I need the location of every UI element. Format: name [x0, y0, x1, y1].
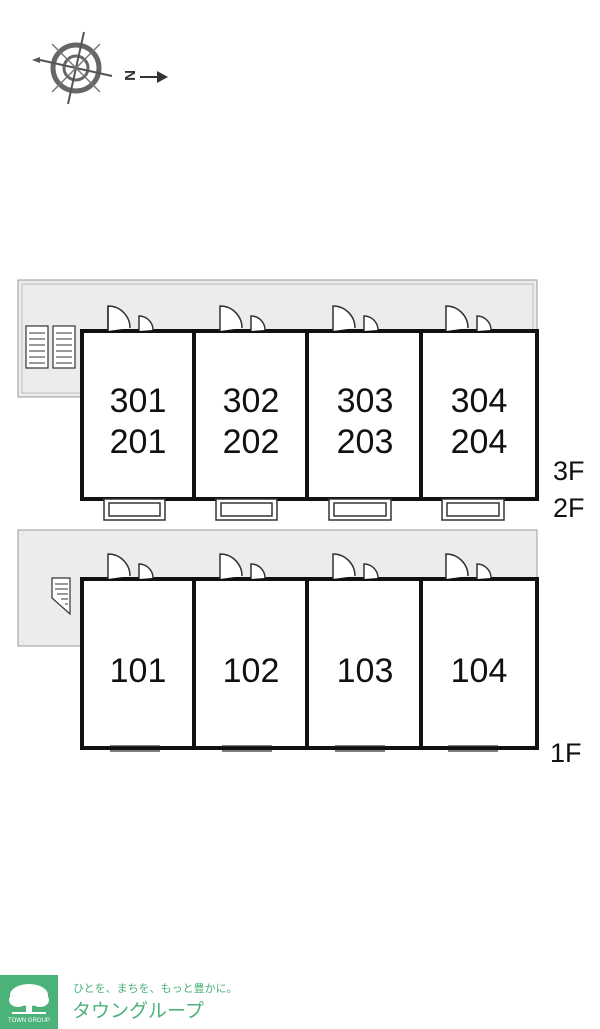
unit-number-103: 103 — [337, 652, 394, 690]
upper-unit-4 — [419, 329, 539, 501]
unit-number-302: 302 — [223, 382, 280, 420]
unit-number-104: 104 — [451, 652, 508, 690]
lower-door-icon-1 — [107, 553, 154, 579]
floor-label-1f: 1F — [550, 738, 582, 768]
town-group-logo: TOWN GROUP ひとを、まちを、もっと豊かに。 タウングループ — [0, 975, 238, 1029]
upper-door-icon-4 — [445, 305, 492, 331]
compass: N — [32, 31, 168, 105]
lower-block: 101 102 103 104 1F — [17, 529, 582, 768]
lower-door-icon-4 — [445, 553, 492, 579]
upper-door-icon-1 — [107, 305, 154, 331]
unit-number-203: 203 — [337, 423, 394, 461]
unit-number-202: 202 — [223, 423, 280, 461]
unit-number-204: 204 — [451, 423, 508, 461]
logo-small-text: TOWN GROUP — [8, 1018, 50, 1024]
floor-label-3f: 3F — [553, 456, 585, 486]
upper-unit-3 — [305, 329, 423, 501]
logo-name: タウングループ — [72, 1000, 204, 1022]
compass-rose-icon — [32, 31, 113, 105]
unit-number-102: 102 — [223, 652, 280, 690]
unit-number-303: 303 — [337, 382, 394, 420]
upper-block: 301 201 302 202 303 203 304 204 3F 2F — [17, 279, 585, 523]
tree-icon — [9, 984, 49, 1014]
lower-unit-2 — [192, 577, 309, 750]
lower-windows — [110, 745, 498, 752]
upper-door-icon-3 — [332, 305, 379, 331]
unit-number-101: 101 — [110, 652, 167, 690]
compass-north-label: N — [121, 70, 138, 81]
lower-staircase — [51, 577, 71, 616]
upper-balconies — [103, 498, 505, 521]
north-arrowhead-icon — [157, 71, 168, 83]
logo-tagline: ひとを、まちを、もっと豊かに。 — [73, 982, 238, 995]
upper-staircase — [25, 325, 76, 369]
upper-door-icon-2 — [219, 305, 266, 331]
upper-unit-2 — [192, 329, 309, 501]
unit-number-201: 201 — [110, 423, 167, 461]
unit-number-304: 304 — [451, 382, 508, 420]
floor-label-2f: 2F — [553, 493, 585, 523]
lower-door-icon-2 — [219, 553, 266, 579]
unit-number-301: 301 — [110, 382, 167, 420]
lower-door-icon-3 — [332, 553, 379, 579]
lower-unit-4 — [419, 577, 539, 750]
